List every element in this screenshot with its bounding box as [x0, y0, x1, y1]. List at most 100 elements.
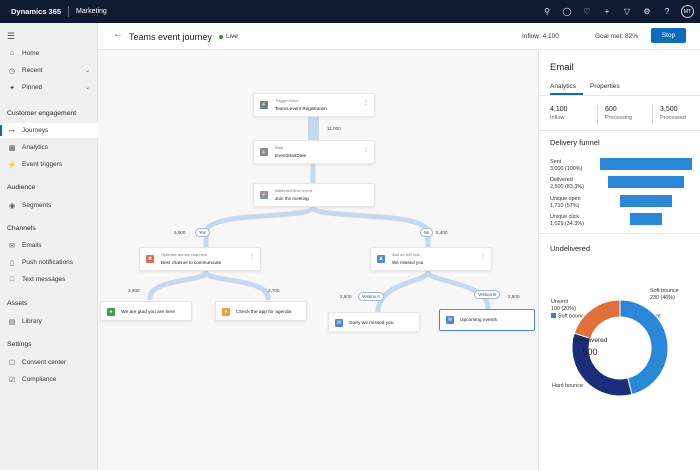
stat-value: 3,500 [660, 106, 678, 113]
tab-analytics[interactable]: Analytics [550, 83, 577, 90]
ab-test-node[interactable]: ♟ Add an A/B test We missed you ⋮ [370, 247, 492, 271]
nav-pinned[interactable]: ✦ Pinned ⌄ [0, 80, 98, 95]
journey-canvas[interactable]: ⚡ Trigger event Teams event Registration… [98, 50, 538, 470]
end-node-selected[interactable]: ✉ Upcoming events [439, 309, 535, 331]
divider [68, 6, 70, 17]
donut-segment[interactable] [619, 299, 669, 396]
nav-home[interactable]: ⌂ Home [0, 46, 98, 61]
nav-analytics[interactable]: ▩ Analytics [0, 140, 98, 155]
nav-text-messages[interactable]: □ Text messages [0, 272, 98, 287]
clock-icon: ◷ [8, 67, 16, 75]
notification-icon: ● [222, 308, 230, 316]
nav-compliance[interactable]: ☑ Compliance [0, 372, 98, 387]
undelivered-donut-chart [571, 299, 669, 397]
consent-icon: ☐ [8, 359, 16, 367]
nav-label: Journeys [22, 127, 49, 134]
node-name: We are glad you are here [121, 310, 176, 315]
mail-icon: ✉ [335, 319, 343, 327]
stat-value: 600 [605, 106, 617, 113]
left-navigation: ☰ ⌂ Home ◷ Recent ⌄ ✦ Pinned ⌄ Customer … [0, 23, 98, 470]
plus-icon[interactable]: + [604, 7, 610, 16]
nav-consent-center[interactable]: ☐ Consent center [0, 355, 98, 370]
nav-push-notifications[interactable]: ▯ Push notifications [0, 255, 98, 270]
stop-button[interactable]: Stop [651, 28, 686, 43]
branch-icon: ⚡ [260, 191, 268, 199]
nav-event-triggers[interactable]: ⚡ Event triggers [0, 157, 98, 172]
count-label: 2,600 [340, 294, 352, 299]
chevron-down-icon[interactable]: ⌄ [84, 68, 90, 74]
nav-segments[interactable]: ◉ Segments [0, 198, 98, 213]
nav-label: Pinned [22, 84, 43, 91]
donut-center-value: 500 [582, 347, 598, 357]
nav-library[interactable]: ▤ Library [0, 314, 98, 329]
node-name: Teams event Registration [275, 106, 327, 111]
divider [652, 105, 653, 124]
funnel-title: Delivery funnel [550, 138, 600, 147]
top-bar-icons: ⚲ ◯ ♡ + ▽ ⚙ ? MT [537, 0, 694, 23]
search-icon[interactable]: ⚲ [544, 7, 550, 16]
donut-segment[interactable] [573, 299, 621, 340]
nav-emails[interactable]: ✉ Emails [0, 238, 98, 253]
app-name[interactable]: Dynamics 365 [11, 7, 62, 16]
nav-label: Recent [22, 67, 43, 74]
nav-journeys[interactable]: ↦ Journeys [0, 123, 98, 138]
donut-label-name: Hard bounce [552, 383, 583, 389]
back-arrow-icon[interactable]: ← [113, 29, 123, 40]
avatar[interactable]: MT [681, 5, 694, 18]
stat-inflow: 4,100 Inflow [550, 106, 568, 121]
stat-label: Processed [660, 115, 686, 121]
nav-label: Compliance [22, 376, 57, 383]
gear-icon[interactable]: ⚙ [643, 7, 651, 16]
nav-label: Consent center [22, 359, 67, 366]
lightbulb-icon[interactable]: ◯ [562, 7, 572, 16]
end-node[interactable]: ✉ Sorry we missed you [328, 312, 420, 332]
wait-node[interactable]: ⌛ Wait EventStartDate ⋮ [253, 140, 375, 164]
count-label: 2,900 [128, 288, 140, 293]
node-name: Best channel to communicate [161, 260, 222, 265]
optimize-icon: ✖ [146, 255, 154, 263]
count-label: 11,000 [327, 126, 341, 131]
more-options-icon[interactable]: ⋮ [363, 147, 369, 153]
module-name[interactable]: Marketing [76, 8, 107, 15]
goal-stat: Goal met: 82% [595, 33, 638, 40]
more-options-icon[interactable]: ⋮ [363, 100, 369, 106]
donut-label-value: 230 (46%) [650, 295, 675, 301]
funnel-label: Sent 3,000 (100%) [550, 159, 582, 172]
funnel-label: Unique open 1,710 (57%) [550, 196, 581, 209]
more-options-icon[interactable]: ⋮ [249, 254, 255, 260]
node-name: Upcoming events [460, 318, 498, 323]
node-type: Attribute/Other event [275, 188, 312, 193]
donut-center-label: Undelivered [572, 337, 608, 344]
bell-icon[interactable]: ♡ [583, 7, 591, 16]
funnel-stage: Unique open [550, 196, 581, 202]
funnel-stage: Unique click [550, 214, 580, 220]
optimize-node[interactable]: ✖ Optimize across channels Best channel … [139, 247, 261, 271]
nav-recent[interactable]: ◷ Recent ⌄ [0, 63, 98, 78]
live-status-dot [219, 35, 223, 39]
help-icon[interactable]: ? [664, 7, 670, 16]
trigger-node[interactable]: ⚡ Trigger event Teams event Registration… [253, 93, 375, 117]
funnel-value: 2,500 (83.3%) [550, 183, 584, 190]
legend-label: Soft bounce [558, 313, 587, 320]
end-node[interactable]: ● We are glad you are here [100, 301, 192, 321]
filter-icon[interactable]: ▽ [623, 7, 631, 16]
undelivered-title: Undelivered [550, 244, 591, 253]
tab-properties[interactable]: Properties [590, 83, 620, 90]
count-label: 5,400 [436, 230, 448, 235]
active-tab-indicator [550, 93, 583, 95]
panel-title: Email [550, 62, 574, 73]
funnel-value: 1,029 (34.3%) [550, 220, 584, 227]
nav-label: Analytics [22, 144, 49, 151]
divider [539, 130, 700, 131]
more-options-icon[interactable]: ⋮ [480, 254, 486, 260]
funnel-value: 3,000 (100%) [550, 165, 583, 172]
end-node[interactable]: ● Check the app for agenda [215, 301, 307, 321]
inflow-stat: Inflow: 4,100 [522, 33, 559, 40]
pin-icon: ✦ [9, 84, 15, 92]
hamburger-menu-icon[interactable]: ☰ [7, 31, 16, 41]
stat-processed: 3,500 Processed [660, 106, 686, 121]
chevron-down-icon[interactable]: ⌄ [84, 85, 90, 91]
branch-node[interactable]: ⚡ Attribute/Other event Join the meeting [253, 183, 375, 207]
node-type: Wait [275, 145, 283, 150]
version-a-pill: Version A [358, 292, 384, 301]
